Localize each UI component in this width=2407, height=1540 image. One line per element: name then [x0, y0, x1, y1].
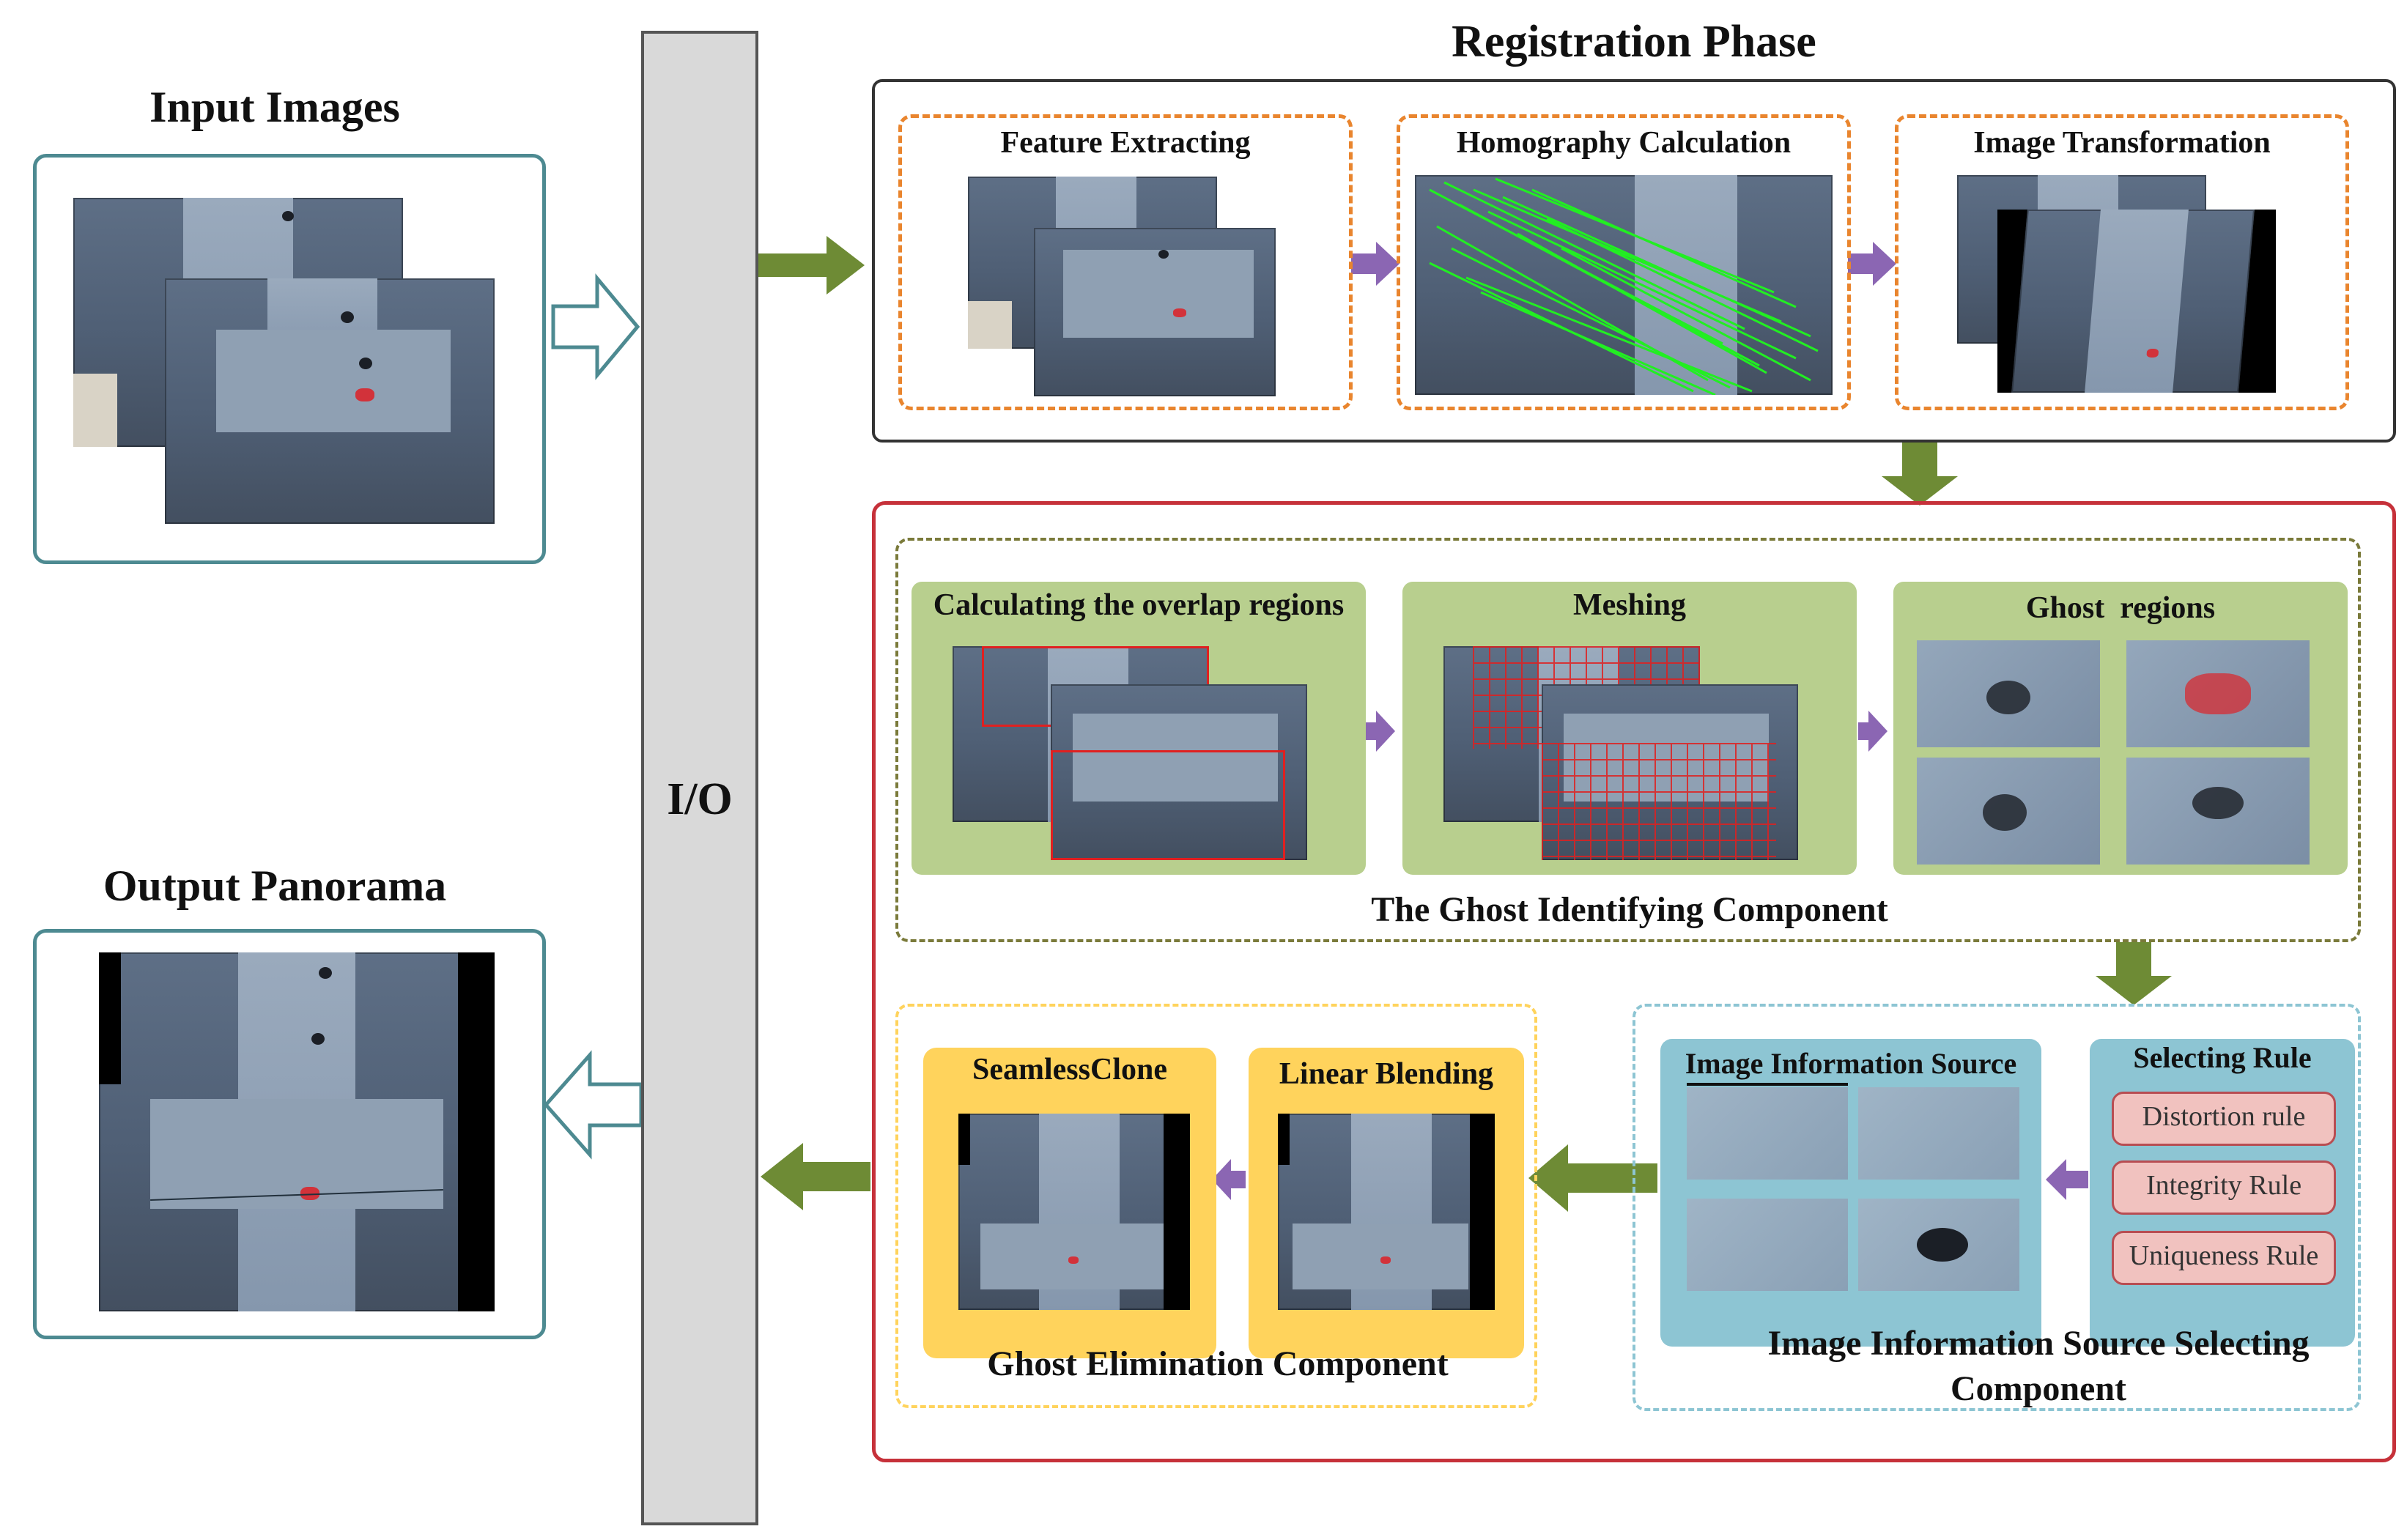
step-label: Linear Blending [1279, 1057, 1494, 1091]
step-homography: Homography Calculation [1397, 114, 1851, 410]
purple-arrow-ghost-2 [1858, 711, 1887, 752]
purple-arrow-blend-to-clone [1212, 1159, 1246, 1200]
green-arrow-to-elimination [1528, 1144, 1657, 1212]
step-label: SeamlessClone [972, 1053, 1167, 1086]
green-arrow-down-2 [2096, 942, 2172, 1005]
hollow-arrow-output [543, 1050, 643, 1160]
image-information-source-panel: Image Information Source [1660, 1039, 2041, 1347]
step-meshing: Meshing [1402, 582, 1857, 875]
rule-integrity: Integrity Rule [2112, 1160, 2336, 1215]
source-selecting-caption-line2: Component [1950, 1369, 2127, 1408]
input-images-box [33, 154, 546, 564]
input-images-title: Input Images [149, 83, 400, 131]
io-bar: I/O [641, 31, 758, 1525]
io-label: I/O [667, 774, 733, 824]
step-label: Homography Calculation [1456, 126, 1792, 160]
step-seamlessclone: SeamlessClone [923, 1048, 1216, 1358]
hollow-arrow-input [551, 273, 640, 380]
output-panorama-title: Output Panorama [103, 862, 447, 910]
purple-arrow-ghost-1 [1366, 711, 1395, 752]
output-panorama-image [99, 952, 495, 1311]
rule-title: Selecting Rule [2133, 1041, 2312, 1074]
source-selecting-component: Image Information Source Selecting Rule … [1633, 1004, 2361, 1411]
step-linear-blending: Linear Blending [1249, 1048, 1524, 1358]
step-label: Feature Extracting [1000, 126, 1251, 160]
selecting-rule-panel: Selecting Rule Distortion rule Integrity… [2090, 1039, 2355, 1347]
ghost-processing-box [872, 501, 2396, 1462]
ghost-elimination-component: SeamlessClone Linear Blending Ghost Elim… [895, 1004, 1537, 1408]
match-lines [1429, 177, 1819, 395]
green-arrow-to-io [761, 1143, 870, 1210]
ghost-identifying-component: Calculating the overlap regions Meshing … [895, 538, 2361, 942]
step-overlap-regions: Calculating the overlap regions [912, 582, 1366, 875]
step-label: Meshing [1572, 588, 1686, 622]
step-label: Ghost regions [2025, 591, 2216, 625]
purple-arrow-reg-2 [1848, 242, 1896, 286]
step-feature-extracting: Feature Extracting [898, 114, 1353, 410]
green-arrow-down-1 [1882, 443, 1958, 506]
source-title: Image Information Source [1685, 1047, 2017, 1080]
green-arrow-to-registration [758, 236, 865, 295]
registration-box: Feature Extracting Homography Calculatio… [872, 79, 2396, 443]
ghost-elimination-caption: Ghost Elimination Component [987, 1344, 1449, 1383]
rule-distortion: Distortion rule [2112, 1092, 2336, 1146]
step-ghost-regions: Ghost regions [1893, 582, 2348, 875]
ghost-identifying-caption: The Ghost Identifying Component [1371, 890, 1888, 929]
purple-arrow-rules-to-source [2046, 1159, 2088, 1200]
output-panorama-box [33, 929, 546, 1339]
rule-uniqueness: Uniqueness Rule [2112, 1231, 2336, 1285]
step-image-transformation: Image Transformation [1895, 114, 2349, 410]
registration-title: Registration Phase [1452, 17, 1816, 67]
step-label: Image Transformation [1973, 126, 2271, 160]
input-image-front [165, 278, 495, 524]
step-label: Calculating the overlap regions [933, 588, 1345, 622]
source-selecting-caption-line1: Image Information Source Selecting [1767, 1324, 2310, 1363]
purple-arrow-reg-1 [1351, 242, 1400, 286]
